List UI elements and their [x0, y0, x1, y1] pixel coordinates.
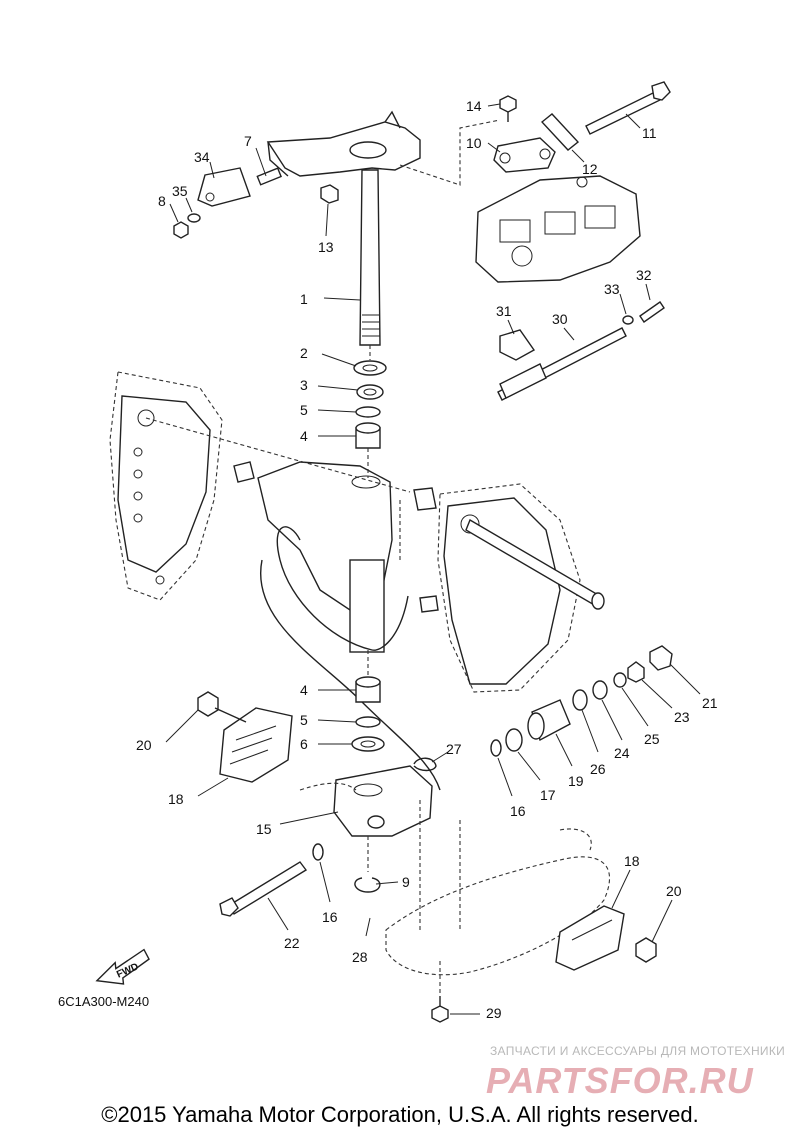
- callout-31: 31: [496, 303, 512, 319]
- figure-code: 6C1A300-M240: [58, 994, 150, 1009]
- callout-12: 12: [582, 161, 598, 177]
- screw-29: [431, 996, 449, 1023]
- callout-23: 23: [674, 709, 690, 725]
- washer-6: [351, 736, 385, 752]
- stud-bolt-7: [256, 167, 282, 186]
- washer-16-lower: [312, 843, 324, 861]
- callout-16b: 16: [322, 909, 338, 925]
- callout-26: 26: [590, 761, 606, 777]
- callout-9: 9: [402, 874, 410, 890]
- washer-2: [353, 360, 387, 376]
- callout-30: 30: [552, 311, 568, 327]
- clamp-bracket-left: [109, 371, 223, 601]
- callout-13: 13: [318, 239, 334, 255]
- callout-20b: 20: [666, 883, 682, 899]
- ground-lead: [276, 526, 409, 651]
- bottom-cowling-bracket: [475, 175, 641, 283]
- callout-8: 8: [158, 193, 166, 209]
- callout-5b: 5: [300, 712, 308, 728]
- callout-10: 10: [466, 135, 482, 151]
- bolt-20-right: [635, 937, 657, 963]
- washer-16-upper: [490, 739, 502, 757]
- callout-22: 22: [284, 935, 300, 951]
- o-ring-5-upper: [355, 406, 381, 418]
- grease-nipple: [419, 595, 439, 613]
- callout-4a: 4: [300, 428, 308, 444]
- tilt-tube: [465, 518, 605, 610]
- washer-33: [622, 315, 634, 325]
- callout-20a: 20: [136, 737, 152, 753]
- lower-mount-housing: [333, 765, 433, 837]
- bolt-14: [499, 95, 517, 122]
- washer-25: [613, 672, 627, 688]
- callout-14: 14: [466, 98, 482, 114]
- callout-7: 7: [244, 133, 252, 149]
- callout-17: 17: [540, 787, 556, 803]
- washer-24: [592, 680, 608, 700]
- watermark-subtitle: ЗАПЧАСТИ И АКСЕССУАРЫ ДЛЯ МОТОТЕХНИКИ: [490, 1044, 786, 1058]
- callout-21: 21: [702, 695, 718, 711]
- upper-casing-28: [385, 800, 610, 976]
- damper-17: [505, 728, 523, 752]
- bolt-11: [585, 81, 671, 135]
- callout-32: 32: [636, 267, 652, 283]
- callouts: 1 2 3 4 4 5 5 6 7 8 9 10 11 12 13 14 15: [136, 98, 718, 1021]
- bushing-4-lower: [355, 676, 381, 703]
- callout-1: 1: [300, 291, 308, 307]
- copyright-notice: ©2015 Yamaha Motor Corporation, U.S.A. A…: [101, 1102, 699, 1127]
- circlip-9: [354, 877, 381, 893]
- bushing-3: [356, 384, 384, 400]
- clip-27: [413, 757, 437, 772]
- callout-35: 35: [172, 183, 188, 199]
- callout-34: 34: [194, 149, 210, 165]
- bushing-right-pair: [413, 487, 437, 511]
- callout-18a: 18: [168, 791, 184, 807]
- screw-32: [639, 301, 665, 323]
- bolt-20-left: [197, 691, 247, 723]
- nut-23: [627, 661, 645, 683]
- bushing-4-upper: [355, 422, 381, 449]
- callout-16a: 16: [510, 803, 526, 819]
- swivel-bracket: [257, 461, 393, 653]
- mount-rubber-19: [527, 699, 571, 742]
- mount-cover-18-left: [219, 707, 293, 783]
- callout-15: 15: [256, 821, 272, 837]
- callout-4b: 4: [300, 682, 308, 698]
- washer-35: [187, 213, 201, 223]
- clamp-bracket-right: [437, 483, 581, 693]
- callout-28: 28: [352, 949, 368, 965]
- nut-8: [173, 221, 189, 239]
- callout-24: 24: [614, 745, 630, 761]
- steering-shaft: [359, 169, 381, 346]
- callout-5a: 5: [300, 402, 308, 418]
- callout-27: 27: [446, 741, 462, 757]
- callout-3: 3: [300, 377, 308, 393]
- nut-13: [320, 184, 339, 204]
- steering-arm: [266, 110, 421, 177]
- washer-26: [572, 689, 588, 711]
- callout-33: 33: [604, 281, 620, 297]
- shift-rod-30: [497, 327, 627, 401]
- o-ring-5-lower: [355, 716, 381, 728]
- callout-11: 11: [642, 125, 657, 141]
- callout-19: 19: [568, 773, 584, 789]
- fwd-arrow-icon: FWD: [95, 948, 150, 985]
- bracket-34: [197, 167, 251, 207]
- cap-21: [649, 645, 673, 671]
- watermark-logo: PARTSFOR.RU: [486, 1060, 754, 1101]
- bushing-left-pair: [233, 461, 255, 483]
- fwd-label: FWD: [115, 961, 140, 980]
- clip-31: [499, 329, 536, 361]
- callout-25: 25: [644, 731, 660, 747]
- callout-2: 2: [300, 345, 308, 361]
- mount-cover-18-right: [555, 905, 625, 971]
- clamp-10: [493, 137, 556, 173]
- callout-6: 6: [300, 736, 308, 752]
- plate-12: [540, 113, 580, 151]
- callout-29: 29: [486, 1005, 502, 1021]
- bolt-22: [219, 861, 308, 917]
- callout-18b: 18: [624, 853, 640, 869]
